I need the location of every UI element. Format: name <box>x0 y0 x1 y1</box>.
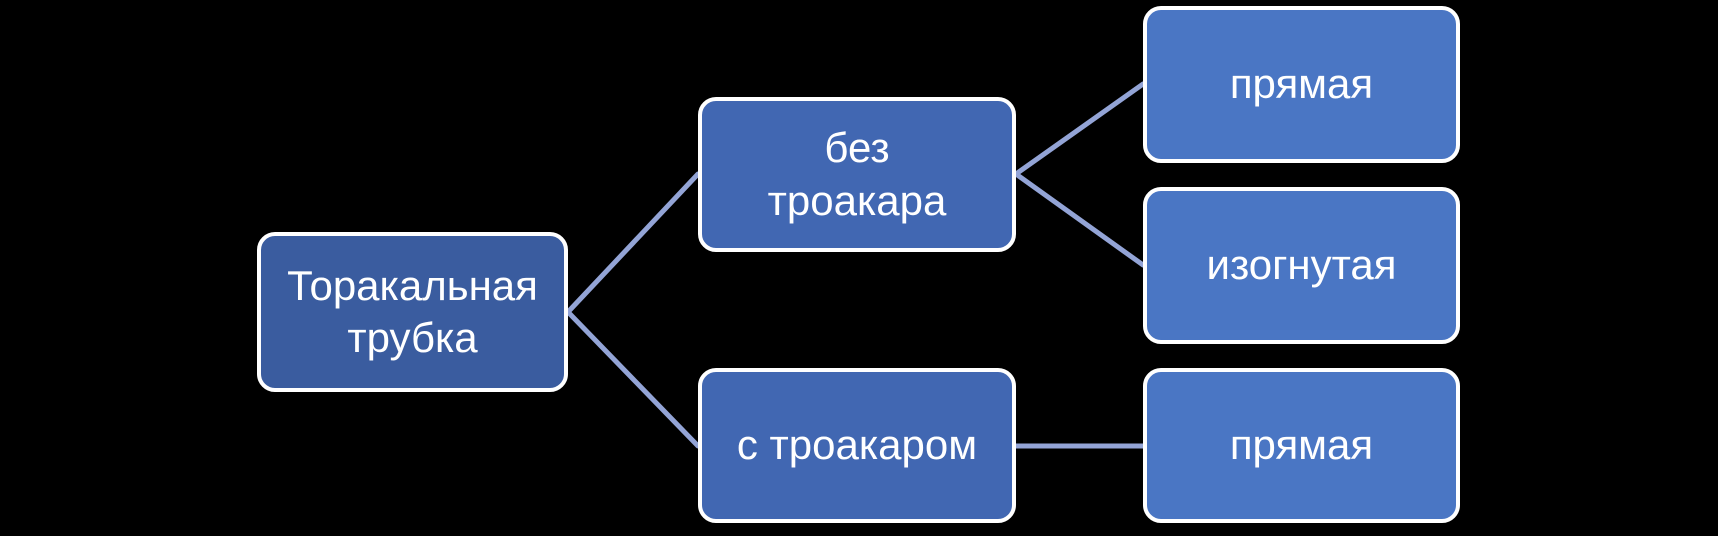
node-label: без <box>824 124 890 171</box>
node-label: изогнутая <box>1206 241 1397 289</box>
connector-root-to-with-trocar <box>565 309 701 449</box>
node-label: прямая <box>1229 60 1374 108</box>
connector-root-to-without-trocar <box>565 171 701 315</box>
connector-without-trocar-to-curved <box>1013 171 1146 268</box>
node-without-trocar: без троакара <box>698 97 1016 252</box>
node-label: троакара <box>767 176 947 224</box>
node-straight-top: прямая <box>1143 6 1460 163</box>
node-label: трубка <box>347 314 478 361</box>
node-with-trocar: с троакаром <box>698 368 1016 523</box>
node-label: с троакаром <box>736 421 978 469</box>
node-straight-bottom: прямая <box>1143 368 1460 523</box>
node-label: прямая <box>1229 421 1374 469</box>
node-curved: изогнутая <box>1143 187 1460 344</box>
node-label: Торакальная <box>287 261 538 309</box>
node-thoracic-tube: Торакальная трубка <box>257 232 568 392</box>
connector-without-trocar-to-straight <box>1013 81 1146 177</box>
